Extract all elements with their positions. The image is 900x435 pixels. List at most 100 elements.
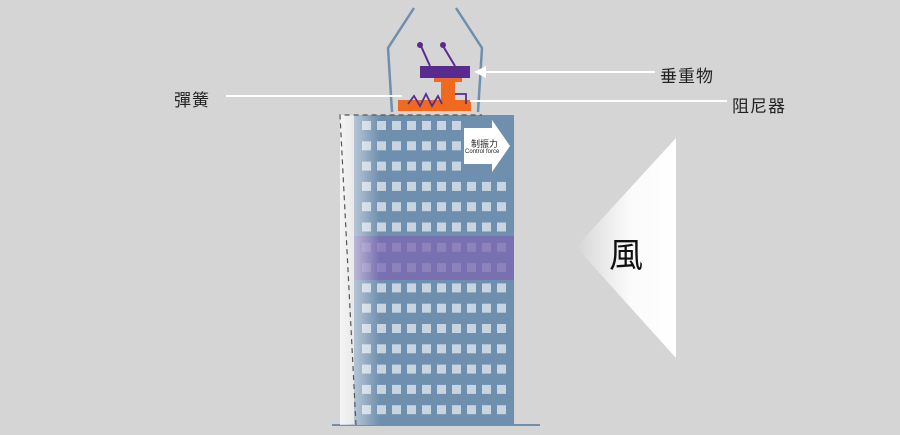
control-force-label-zh: 制振力 [471, 140, 499, 150]
damper-piston [441, 78, 455, 102]
building-window [437, 222, 446, 232]
building-window [452, 181, 461, 191]
building-window [497, 344, 506, 354]
building-window [437, 202, 446, 212]
building-window [437, 141, 446, 151]
building-window [407, 324, 416, 333]
building-window [392, 405, 401, 415]
building-window [377, 344, 386, 354]
building-window [452, 283, 461, 293]
building-window [437, 364, 446, 374]
building-window [422, 161, 431, 171]
building-window [452, 202, 461, 212]
building-window [497, 405, 506, 415]
building-window [497, 384, 506, 394]
building-window [452, 324, 461, 333]
building-window [482, 405, 491, 415]
building-window [407, 141, 416, 151]
building-window [377, 384, 386, 394]
building-window [467, 324, 476, 333]
building-window [437, 303, 446, 313]
building-window [422, 384, 431, 394]
building-window [467, 222, 476, 232]
building-window [482, 364, 491, 374]
building-window [467, 303, 476, 313]
building-window [377, 364, 386, 374]
damper-housing [386, 7, 416, 113]
wind-wedge [576, 138, 676, 358]
building-window [392, 121, 401, 130]
building-window [392, 364, 401, 374]
building-window [392, 161, 401, 171]
mass-block [420, 66, 470, 78]
building-window [392, 384, 401, 394]
damper-rod-right [455, 93, 467, 104]
building-window [422, 344, 431, 354]
building-window [437, 161, 446, 171]
building-window [377, 222, 386, 232]
building-window [422, 324, 431, 333]
building-window [452, 344, 461, 354]
building-window [377, 283, 386, 293]
building-window [407, 303, 416, 313]
building-window [422, 202, 431, 212]
building-window [392, 324, 401, 333]
building-window [422, 222, 431, 232]
building-window [407, 161, 416, 171]
spring-label: 彈簧 [174, 91, 210, 111]
building-window [392, 303, 401, 313]
building-window [407, 364, 416, 374]
damper-floor-band [354, 236, 514, 280]
building-window [467, 364, 476, 374]
mass-antenna-left-tip [417, 42, 423, 48]
building-window [482, 202, 491, 212]
building-window [467, 384, 476, 394]
building-window [452, 405, 461, 415]
building-window [437, 181, 446, 191]
building-window [392, 181, 401, 191]
building-window [392, 141, 401, 151]
mass-leader-arrowhead [474, 66, 486, 78]
building-window [422, 283, 431, 293]
building-window [377, 181, 386, 191]
building-window [422, 181, 431, 191]
building-window [422, 303, 431, 313]
mass-antenna-left [420, 45, 431, 67]
building-window [497, 283, 506, 293]
building-window [482, 344, 491, 354]
building-window [497, 181, 506, 191]
building-window [377, 141, 386, 151]
building-window [482, 283, 491, 293]
building-window [437, 324, 446, 333]
building-window [422, 121, 431, 130]
mass-antenna-right [442, 45, 456, 67]
building-window [497, 324, 506, 333]
building-window [377, 303, 386, 313]
building-window [452, 364, 461, 374]
building-window [497, 222, 506, 232]
building-sway-shadow [340, 115, 380, 425]
building-window [422, 405, 431, 415]
control-force-label-en: Control force [465, 149, 500, 155]
building-window [437, 384, 446, 394]
building-window [452, 161, 461, 171]
building-window [467, 283, 476, 293]
building-window [467, 405, 476, 415]
building-window [407, 181, 416, 191]
building-window [467, 202, 476, 212]
building-window [377, 121, 386, 130]
wind-label: 風 [609, 236, 643, 276]
building-window [497, 303, 506, 313]
building-window [407, 344, 416, 354]
mass-antenna-right-tip [440, 42, 446, 48]
building-window [467, 344, 476, 354]
mass-label: 垂重物 [660, 67, 714, 87]
damper-label: 阻尼器 [732, 97, 786, 117]
building-window [377, 161, 386, 171]
building-window [452, 141, 461, 151]
building-window [407, 121, 416, 130]
building-window [407, 202, 416, 212]
building-window [452, 222, 461, 232]
building-window [497, 202, 506, 212]
